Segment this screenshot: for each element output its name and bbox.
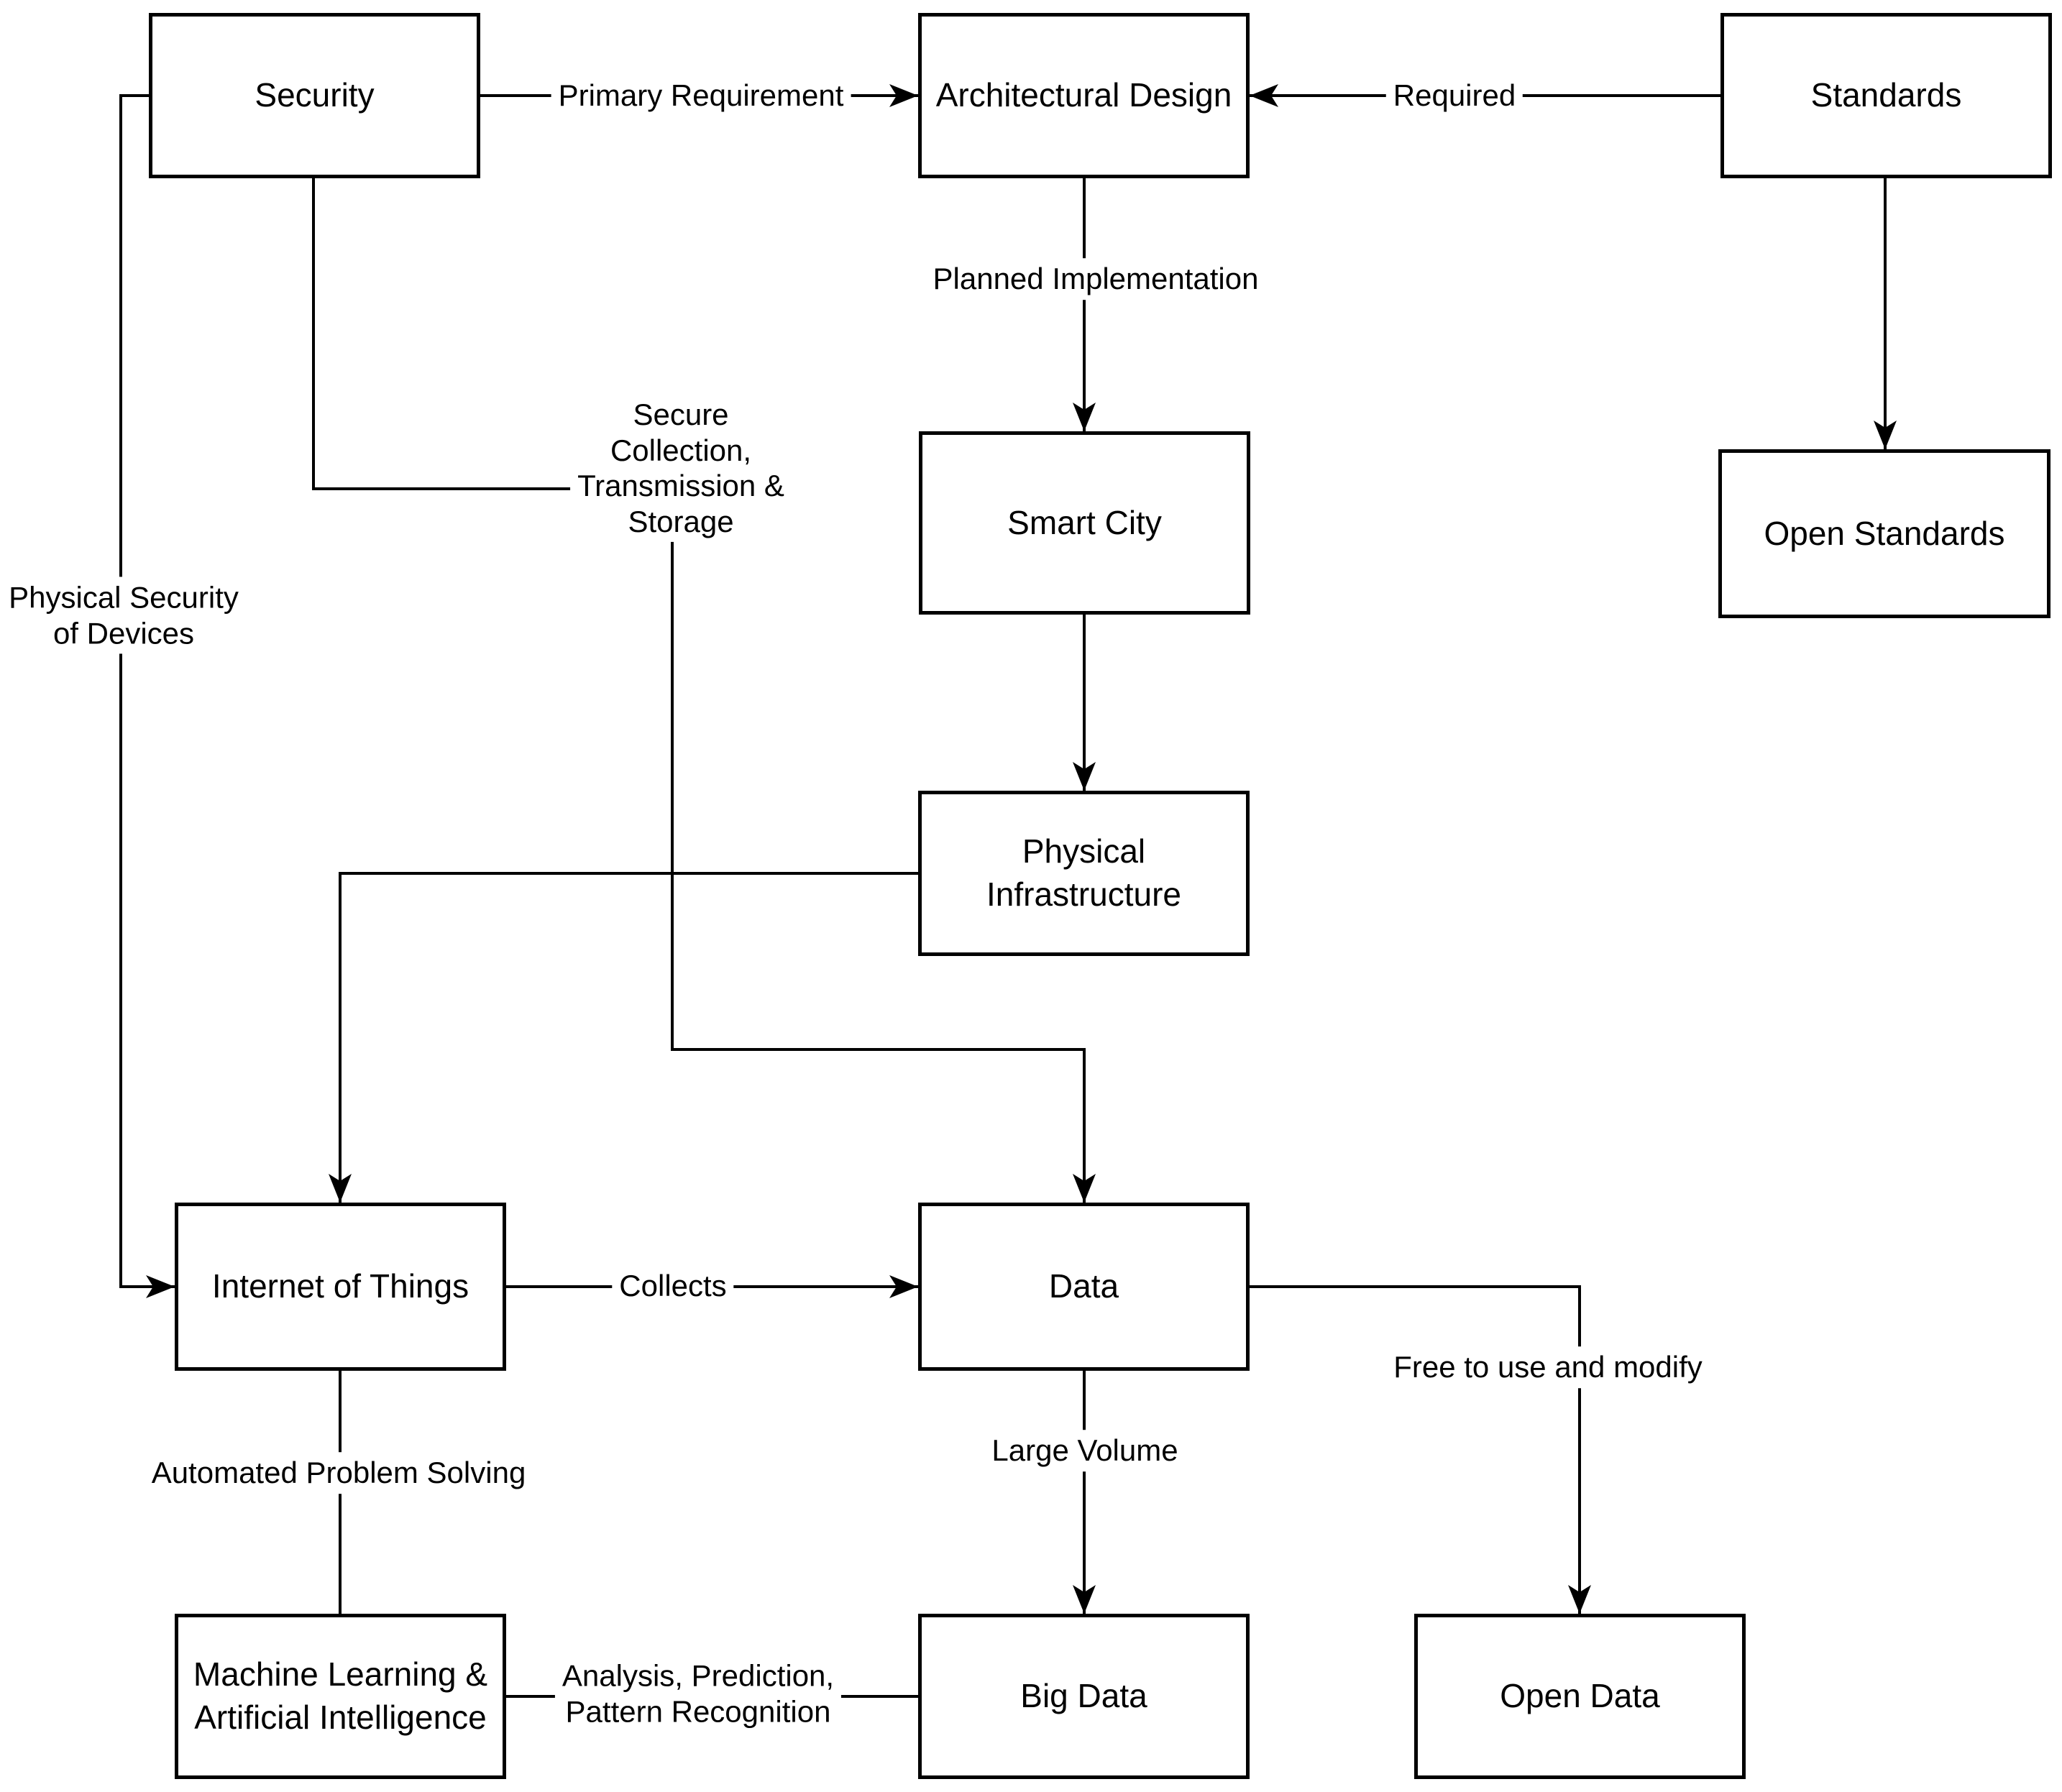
node-standards: Standards — [1720, 13, 2052, 178]
edge-label-security-to-internet-of-things: Physical Security of Devices — [1, 576, 246, 654]
node-architectural-design: Architectural Design — [918, 13, 1250, 178]
edge-label-security-to-data: Secure Collection, Transmission & Storag… — [570, 393, 792, 543]
edge-label-machine-learning-ai-to-big-data: Analysis, Prediction, Pattern Recognitio… — [554, 1655, 842, 1732]
edge-physical-infrastructure-to-internet-of-things — [329, 872, 918, 1203]
edge-label-data-to-big-data: Large Volume — [984, 1430, 1186, 1471]
node-data: Data — [918, 1203, 1250, 1371]
edge-label-security-to-architectural-design: Primary Requirement — [551, 75, 851, 116]
edge-security-to-data — [312, 178, 1096, 1203]
node-smart-city: Smart City — [919, 431, 1250, 615]
node-machine-learning-ai: Machine Learning & Artificial Intelligen… — [175, 1614, 506, 1779]
edge-label-architectural-design-to-smart-city: Planned Implementation — [925, 258, 1266, 300]
node-security: Security — [149, 13, 480, 178]
edge-label-standards-to-architectural-design: Required — [1385, 75, 1523, 116]
node-physical-infrastructure: Physical Infrastructure — [918, 791, 1250, 956]
edge-label-data-to-open-data: Free to use and modify — [1386, 1346, 1710, 1388]
edge-security-to-internet-of-things — [119, 94, 175, 1298]
node-big-data: Big Data — [918, 1614, 1250, 1779]
node-open-standards: Open Standards — [1718, 449, 2050, 618]
edge-data-to-open-data — [1250, 1285, 1591, 1614]
node-open-data: Open Data — [1414, 1614, 1746, 1779]
node-internet-of-things: Internet of Things — [175, 1203, 506, 1371]
edge-label-internet-of-things-to-data: Collects — [612, 1265, 734, 1307]
edge-label-internet-of-things-to-machine-learning-ai: Automated Problem Solving — [144, 1452, 533, 1494]
